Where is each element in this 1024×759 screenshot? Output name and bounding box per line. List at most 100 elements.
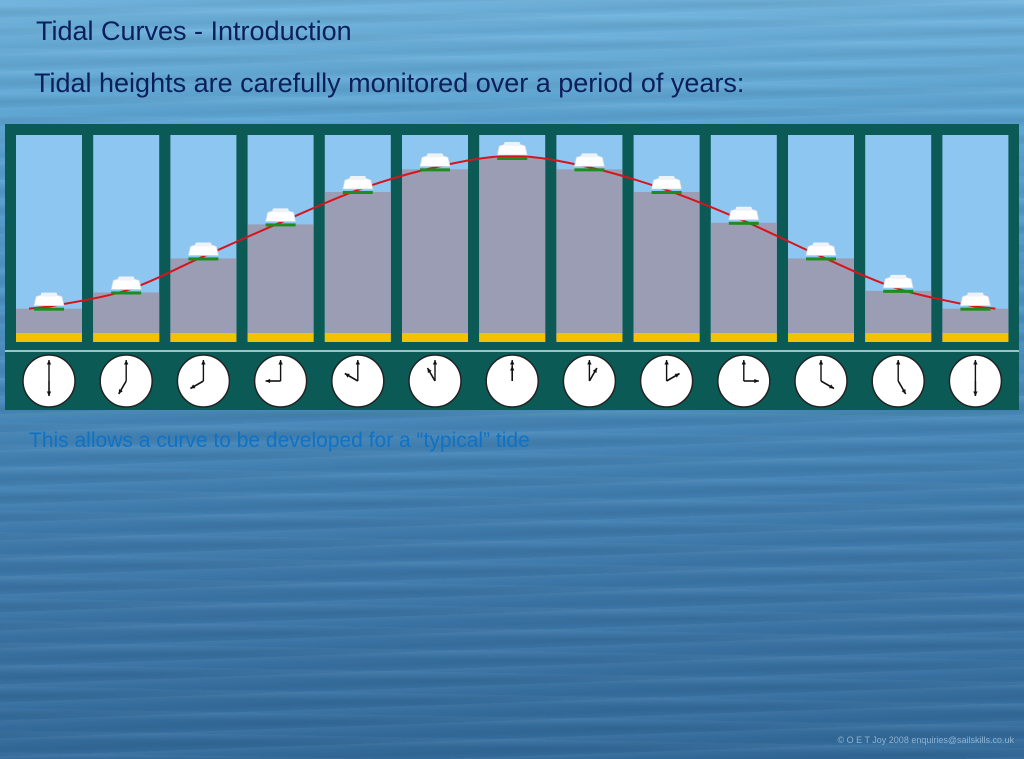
- boat-icon: [805, 242, 837, 261]
- clock-icon: [639, 354, 694, 408]
- tide-panel: [247, 135, 314, 342]
- caption-text: This allows a curve to be developed for …: [29, 429, 530, 452]
- clock-row: [22, 354, 1003, 408]
- boat-cabin: [813, 242, 829, 247]
- boat-cabin: [581, 153, 598, 158]
- boat-keel: [960, 307, 991, 311]
- panel-seabed: [788, 333, 854, 342]
- copyright-footer: © O E T Joy 2008 enquiries@sailskills.co…: [837, 735, 1014, 745]
- panel-water: [247, 224, 314, 333]
- boat-cabin: [504, 142, 521, 146]
- tide-panel: [479, 135, 546, 342]
- boat-keel: [342, 191, 373, 195]
- panel-seabed: [170, 333, 237, 342]
- boat-icon: [342, 176, 374, 195]
- tide-panel: [324, 135, 391, 342]
- clock-hand-arrow: [427, 368, 432, 373]
- clock-hand-arrow: [674, 373, 680, 378]
- panel-water: [479, 158, 546, 333]
- panel-seabed: [710, 333, 777, 342]
- panel-water: [788, 258, 854, 333]
- clock-hand-arrow: [118, 389, 123, 394]
- clock-hand-arrow: [124, 360, 129, 365]
- clock-hand-arrow: [973, 360, 978, 365]
- clock-icon: [562, 354, 617, 408]
- boat-icon: [496, 142, 528, 160]
- clock-hand-arrow: [190, 384, 196, 389]
- boat-keel: [188, 257, 219, 261]
- boat-icon: [728, 206, 760, 225]
- tide-panel: [865, 135, 932, 342]
- boat-cabin: [967, 292, 984, 297]
- panel-water: [556, 169, 623, 333]
- panel-seabed: [633, 333, 700, 342]
- clock-hand-arrow: [432, 360, 438, 365]
- boat-keel: [883, 289, 914, 293]
- boat-keel: [806, 257, 836, 261]
- clock-hand-arrow: [829, 384, 834, 389]
- clock-icon: [871, 354, 925, 408]
- boat-keel: [265, 223, 296, 227]
- panel-water: [710, 222, 777, 333]
- boat-icon: [882, 274, 914, 293]
- tide-panel: [16, 135, 82, 342]
- panel-water: [324, 192, 391, 333]
- clock-hand-arrow: [265, 378, 271, 384]
- clock-icon: [331, 354, 385, 408]
- clock-icon: [22, 354, 76, 408]
- clock-icon: [253, 354, 308, 408]
- clock-hand-arrow: [510, 360, 515, 365]
- tide-curve: [28, 154, 996, 310]
- boat-icon: [651, 176, 683, 195]
- slide-title: Tidal Curves - Introduction: [36, 16, 352, 46]
- boat-icon: [110, 276, 142, 295]
- boat-cabin: [658, 176, 675, 181]
- boat-icon: [265, 208, 297, 227]
- boat-cabin: [195, 242, 212, 247]
- clock-icon: [794, 354, 848, 408]
- panel-seabed: [865, 333, 932, 342]
- boat-icon: [419, 153, 451, 172]
- panel-seabed: [479, 333, 546, 342]
- clock-hand-arrow: [901, 389, 906, 394]
- clock-hand-arrow: [46, 391, 52, 396]
- boat-cabin: [41, 292, 57, 297]
- panel-seabed: [93, 333, 160, 342]
- boat-icon: [33, 292, 65, 311]
- boat-keel: [34, 307, 64, 311]
- boat-keel: [651, 191, 682, 195]
- boat-icon: [187, 242, 219, 261]
- clock-hand-arrow: [510, 366, 515, 371]
- clock-icon: [717, 354, 771, 408]
- clock-hand-arrow: [355, 360, 360, 365]
- panel-seabed: [324, 333, 391, 342]
- clock-icon: [408, 354, 462, 408]
- panel-seabed: [402, 333, 468, 342]
- tide-diagram: [5, 124, 1019, 410]
- clock-icon: [948, 354, 1003, 408]
- boat-cabin: [427, 153, 443, 158]
- boat-icon: [959, 292, 991, 311]
- panel-water: [942, 308, 1009, 333]
- panel-water: [93, 292, 160, 333]
- clock-icon: [99, 354, 153, 408]
- boat-keel: [111, 291, 142, 295]
- clock-hand-arrow: [818, 360, 824, 365]
- clock-hand-arrow: [587, 360, 592, 365]
- tide-panel: [942, 135, 1009, 342]
- panel-water: [16, 308, 82, 333]
- clock-hand-arrow: [46, 360, 52, 365]
- boat-cabin: [118, 276, 135, 281]
- tide-panel: [93, 135, 160, 342]
- boat-cabin: [735, 206, 752, 211]
- boat-keel: [420, 168, 450, 172]
- panel-water: [170, 258, 237, 333]
- boat-cabin: [890, 274, 907, 279]
- clock-hand-arrow: [896, 360, 901, 365]
- panel-seabed: [942, 333, 1009, 342]
- panel-seabed: [556, 333, 623, 342]
- tide-panel: [170, 135, 237, 342]
- tide-panels: [16, 135, 1009, 342]
- boat-cabin: [349, 176, 366, 181]
- slide-subtitle: Tidal heights are carefully monitored ov…: [34, 68, 745, 98]
